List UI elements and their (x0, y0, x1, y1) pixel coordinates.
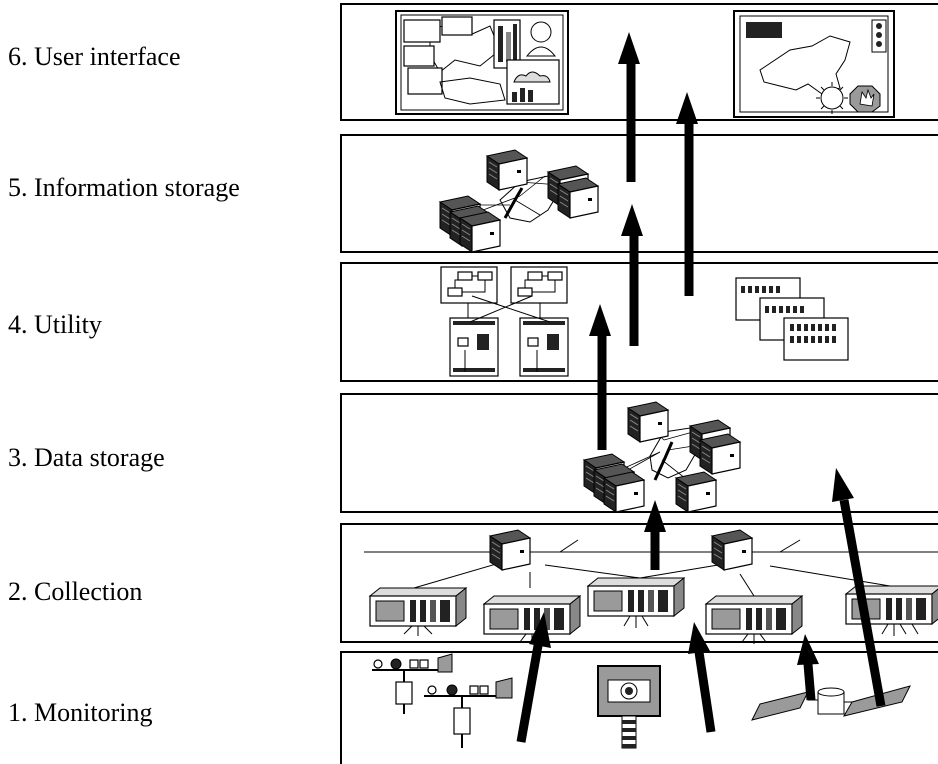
layer-label-information-storage: 5. Information storage (8, 173, 240, 202)
flow-arrow (832, 468, 886, 707)
sensor-station-icon (372, 653, 513, 748)
flow-arrow (644, 500, 666, 570)
flow-arrow (516, 612, 551, 743)
flow-arrow (797, 634, 819, 701)
flow-arrow (688, 622, 716, 733)
layer-label-data-storage: 3. Data storage (8, 443, 165, 472)
layer-label-user-interface: 6. User interface (8, 42, 181, 71)
data-sheets-icon (735, 277, 849, 361)
flow-arrow (621, 204, 643, 346)
camera-tower-icon (597, 665, 661, 749)
layer-label-monitoring: 1. Monitoring (8, 698, 153, 727)
flow-arrow (589, 304, 611, 450)
circuit-diagram-icon (440, 266, 569, 377)
dashboard-screens-icon (395, 10, 569, 115)
server-network-icon (439, 149, 599, 253)
map-display-icon (733, 10, 895, 118)
flow-arrow (618, 32, 640, 182)
layer-label-collection: 2. Collection (8, 577, 143, 606)
layer-label-utility: 4. Utility (8, 310, 102, 339)
flow-arrow (676, 92, 698, 296)
server-network-icon (583, 401, 741, 513)
